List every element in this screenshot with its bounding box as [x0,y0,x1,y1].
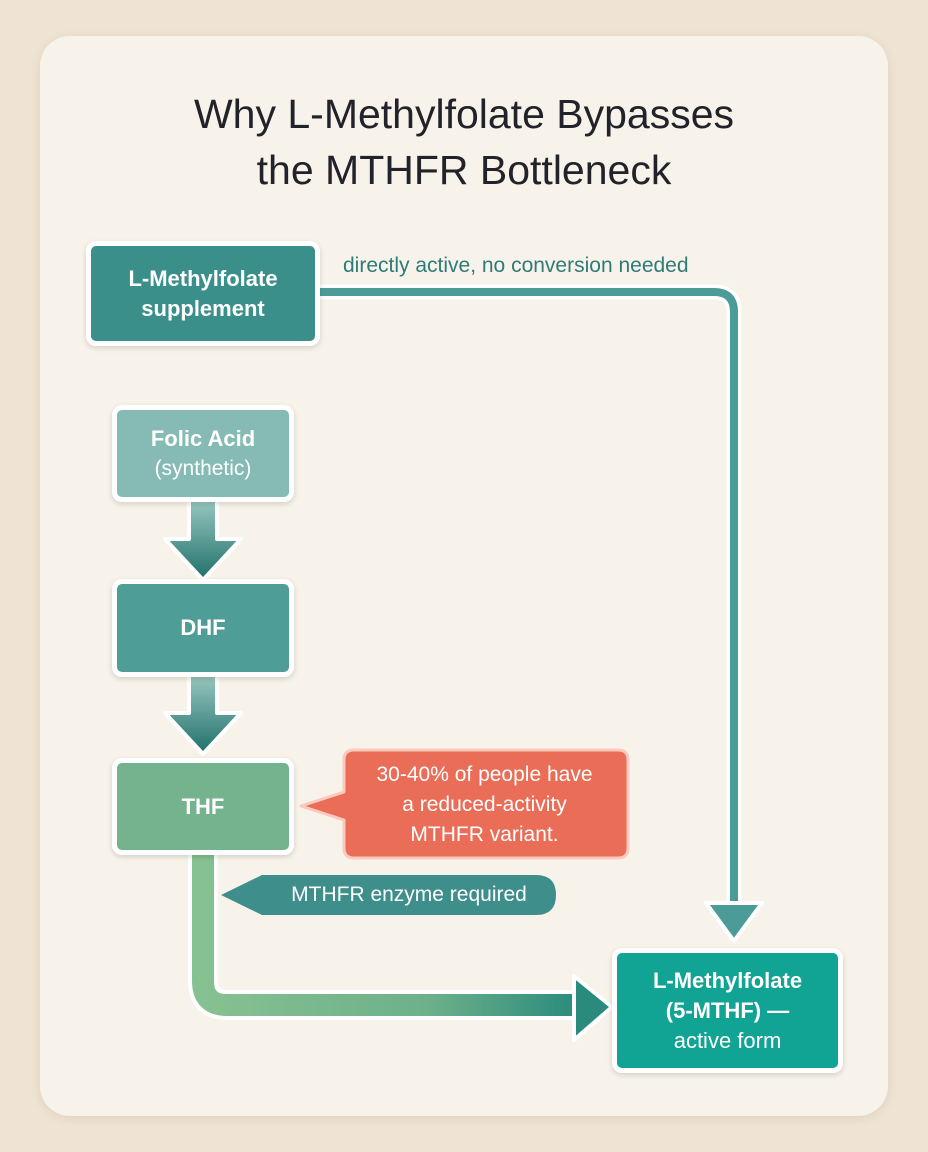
node-folic-acid-note: (synthetic) [154,456,252,480]
node-supplement-line1: L-Methylfolate [128,265,278,291]
title-line-2: the MTHFR Bottleneck [256,147,672,193]
node-active-line3: active form [673,1027,782,1053]
node-active-form: L-Methylfolate (5-MTHF) — active form [612,948,843,1073]
node-folic-acid-name: Folic Acid [150,425,256,451]
node-folic-acid: Folic Acid (synthetic) [112,405,294,502]
direct-path-label: directly active, no conversion needed [343,254,689,277]
enzyme-label-pill [221,875,556,915]
callout-line2: a reduced-activity [402,793,567,816]
node-thf: THF [112,758,294,855]
enzyme-label: MTHFR enzyme required [291,883,527,906]
node-thf-label: THF [181,793,225,819]
node-supplement-line2: supplement [141,295,265,321]
node-supplement: L-Methylfolate supplement [86,241,320,346]
callout-line3: MTHFR variant. [410,823,559,846]
callout-line1: 30-40% of people have [376,763,593,786]
node-active-line1: L-Methylfolate [652,967,803,993]
title-line-1: Why L-Methylfolate Bypasses [193,91,735,137]
callout-text: 30-40% of people have a reduced-activity… [344,760,625,850]
node-dhf: DHF [112,579,294,677]
direct-path-arrow [320,284,764,943]
mthfr-conversion-arrow [188,853,614,1042]
diagram-card [40,36,888,1116]
arrow-dhf-to-thf [163,673,243,756]
diagram-title: Why L-Methylfolate Bypasses the MTHFR Bo… [0,86,928,198]
node-active-line2: (5-MTHF) — [665,997,790,1023]
arrow-folic-to-dhf [163,498,243,582]
node-dhf-label: DHF [180,615,226,640]
callout-bubble [299,748,630,860]
